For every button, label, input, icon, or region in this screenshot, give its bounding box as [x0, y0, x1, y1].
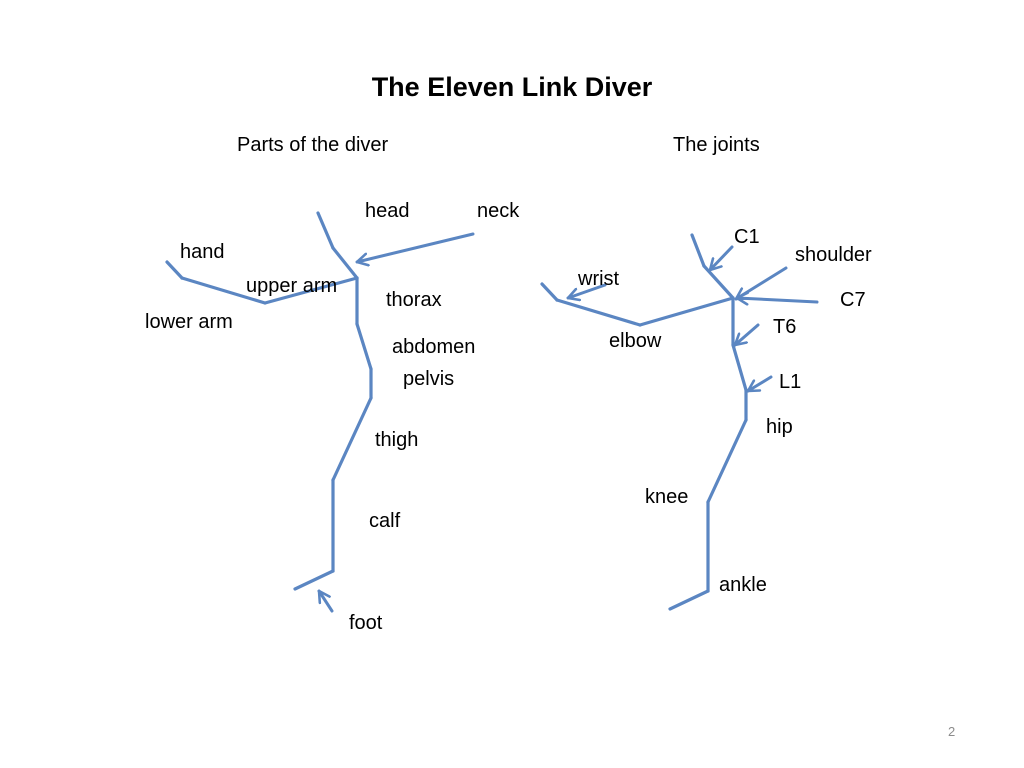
left-head-segment	[316, 211, 335, 250]
label-ankle: ankle	[719, 574, 767, 596]
right-panel-heading: The joints	[673, 134, 760, 156]
label-t6: T6	[773, 316, 797, 338]
label-upper-arm: upper arm	[246, 275, 338, 297]
label-shoulder: shoulder	[795, 244, 872, 266]
page-number: 2	[948, 724, 956, 739]
label-thorax: thorax	[386, 289, 442, 311]
slide-title: The Eleven Link Diver	[371, 72, 653, 102]
t6-arrow	[733, 323, 760, 347]
label-foot: foot	[349, 612, 383, 634]
shoulder-arrow	[734, 266, 788, 301]
right-abdomen-segment	[731, 343, 748, 392]
right-lower-arm-segment	[555, 298, 642, 327]
label-calf: calf	[369, 510, 401, 532]
wrist-arrow	[566, 283, 607, 298]
right-neck-segment	[702, 264, 735, 300]
left-hand-segment	[165, 260, 184, 280]
label-c1: C1	[734, 226, 760, 248]
left-neck-segment	[331, 246, 359, 280]
c1-arrow	[708, 245, 734, 272]
left-neck-arrow	[355, 232, 475, 262]
label-pelvis: pelvis	[403, 368, 455, 390]
label-wrist: wrist	[578, 268, 620, 290]
left-diver-figure	[165, 211, 475, 613]
label-knee: knee	[645, 486, 689, 508]
left-foot-segment	[293, 569, 335, 591]
label-neck: neck	[477, 200, 520, 222]
label-c7: C7	[840, 289, 866, 311]
label-l1: L1	[779, 371, 802, 393]
right-thigh-segment	[706, 418, 748, 504]
right-head-segment	[690, 233, 706, 268]
label-hip: hip	[766, 416, 793, 438]
left-upper-arm-segment	[263, 276, 359, 305]
label-thigh: thigh	[375, 429, 419, 451]
left-panel-heading: Parts of the diver	[237, 134, 389, 156]
label-head: head	[365, 200, 410, 222]
label-elbow: elbow	[609, 330, 662, 352]
right-hand-segment	[540, 282, 559, 302]
left-foot-arrow	[317, 589, 334, 613]
right-diver-figure	[540, 233, 819, 611]
right-upper-arm-segment	[638, 296, 735, 327]
left-lower-arm-segment	[180, 276, 267, 305]
left-abdomen-segment	[355, 322, 373, 371]
label-abdomen: abdomen	[392, 336, 476, 358]
label-lower-arm: lower arm	[145, 311, 233, 333]
c7-arrow	[735, 298, 819, 302]
left-thigh-segment	[331, 396, 373, 482]
label-hand: hand	[180, 241, 225, 263]
l1-arrow	[746, 375, 773, 393]
right-foot-segment	[668, 589, 710, 611]
